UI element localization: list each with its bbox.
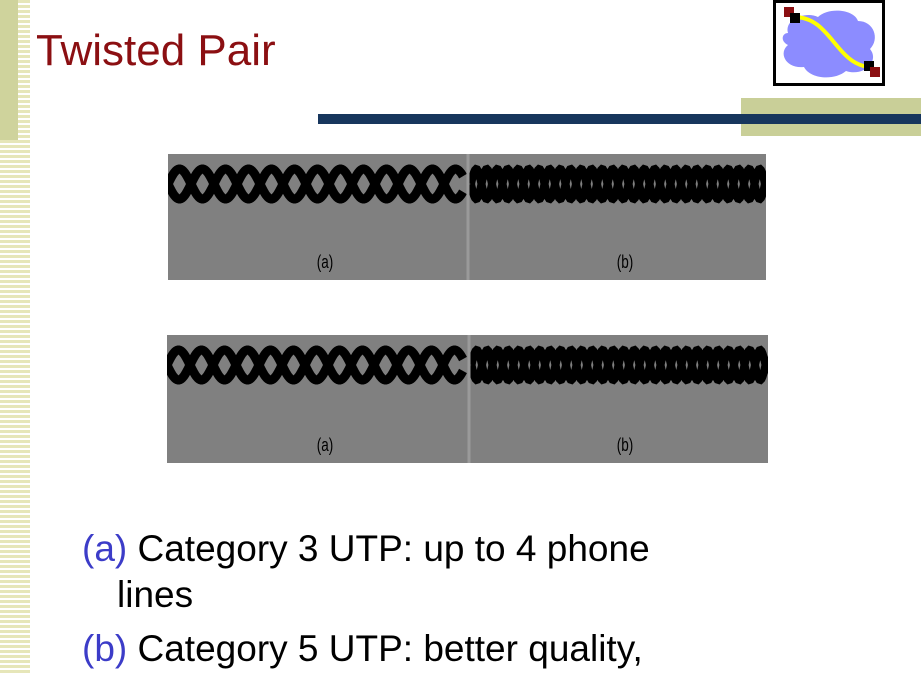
cat5-wire-strand-2: [467, 345, 768, 385]
cat3-wire-strand-2: [167, 345, 467, 385]
figure-label-b: (b): [616, 252, 634, 272]
title-rule-navy: [318, 114, 921, 124]
twisted-pair-wires-1: [168, 154, 766, 280]
cat3-wire-strand-1: [168, 164, 467, 204]
figure-label-b: (b): [616, 435, 634, 455]
network-cloud-icon: [773, 0, 885, 86]
cat3-wire-strand-2: [168, 164, 467, 204]
twisted-pair-wires-2: [167, 335, 768, 463]
caption-a-continuation: lines: [117, 574, 194, 615]
twisted-pair-figure-2: (a) (b): [167, 335, 768, 463]
left-stripe-solid-block: [0, 0, 18, 140]
caption-b-tag: (b): [82, 628, 128, 669]
caption-a-tag: (a): [82, 528, 128, 569]
caption-b: (b) Category 5 UTP: better quality,: [82, 628, 643, 670]
slide-title: Twisted Pair: [36, 26, 276, 75]
cat5-wire-strand-2: [467, 164, 766, 204]
caption-a: (a) Category 3 UTP: up to 4 phone: [82, 528, 650, 570]
figure-label-a: (a): [316, 252, 334, 272]
figure-label-a: (a): [316, 435, 334, 455]
twisted-pair-figure-1: (a) (b): [168, 154, 766, 280]
left-decorative-stripe: [0, 0, 30, 674]
caption-b-text: Category 5 UTP: better quality,: [127, 628, 643, 669]
cat3-wire-strand-1: [167, 345, 467, 385]
caption-a-text: Category 3 UTP: up to 4 phone: [127, 528, 650, 569]
